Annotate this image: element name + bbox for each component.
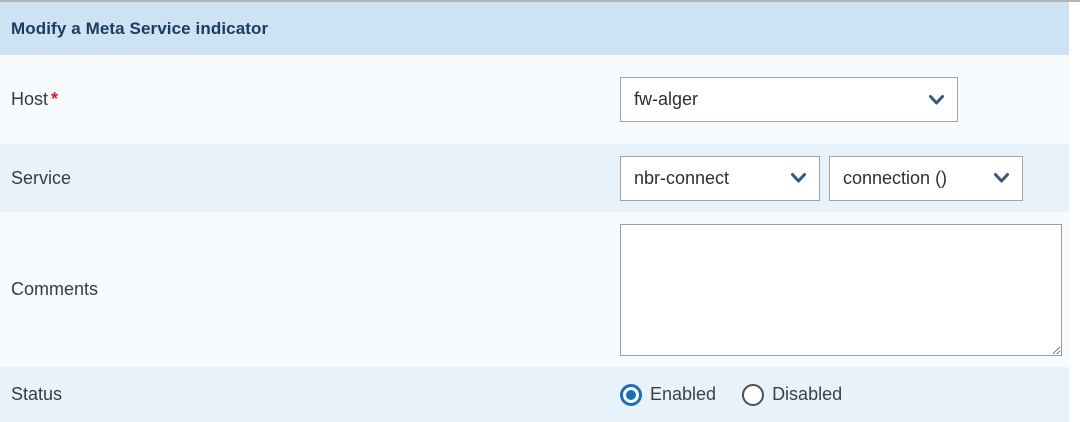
service-select[interactable]: nbr-connect bbox=[620, 155, 820, 201]
status-label-text: Status bbox=[11, 384, 63, 404]
comments-label-text: Comments bbox=[11, 279, 99, 299]
radio-disabled-icon[interactable] bbox=[742, 383, 765, 406]
required-asterisk: * bbox=[51, 89, 59, 109]
metric-select-value: connection () bbox=[843, 167, 948, 188]
radio-disabled-label: Disabled bbox=[772, 384, 843, 404]
status-radio-group: Enabled Disabled bbox=[620, 383, 868, 406]
radio-option-enabled[interactable]: Enabled bbox=[620, 383, 717, 406]
status-control: Enabled Disabled bbox=[620, 383, 868, 406]
service-label-text: Service bbox=[11, 167, 72, 188]
comments-label: Comments bbox=[0, 279, 620, 300]
chevron-down-icon bbox=[994, 173, 1009, 183]
host-control: fw-alger bbox=[620, 77, 958, 122]
host-label-text: Host bbox=[11, 89, 49, 109]
page-title: Modify a Meta Service indicator bbox=[11, 18, 269, 38]
metric-select[interactable]: connection () bbox=[829, 155, 1023, 201]
host-row: Host* fw-alger bbox=[0, 55, 1069, 144]
comments-control bbox=[620, 223, 1062, 356]
status-row: Status Enabled Disabled bbox=[0, 367, 1069, 422]
radio-option-disabled[interactable]: Disabled bbox=[742, 383, 843, 406]
form-header: Modify a Meta Service indicator bbox=[0, 2, 1069, 55]
chevron-down-icon bbox=[929, 94, 944, 104]
service-select-value: nbr-connect bbox=[634, 167, 730, 188]
status-label: Status bbox=[0, 384, 620, 405]
host-label: Host* bbox=[0, 89, 620, 110]
host-select-value: fw-alger bbox=[634, 89, 699, 109]
radio-enabled-icon[interactable] bbox=[620, 383, 642, 406]
comments-textarea[interactable] bbox=[620, 223, 1062, 356]
radio-enabled-label: Enabled bbox=[650, 384, 717, 404]
service-control: nbr-connect connection () bbox=[620, 155, 1023, 201]
comments-row: Comments bbox=[0, 212, 1069, 367]
service-row: Service nbr-connect connection () bbox=[0, 144, 1069, 212]
host-select[interactable]: fw-alger bbox=[620, 77, 958, 122]
chevron-down-icon bbox=[791, 173, 806, 183]
service-label: Service bbox=[0, 168, 620, 189]
